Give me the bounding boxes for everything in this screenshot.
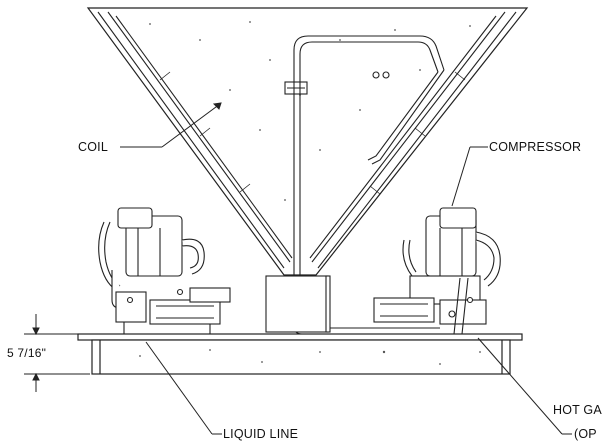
compressor-label: COMPRESSOR bbox=[489, 140, 582, 154]
hot-gas-label-line2: (OP bbox=[574, 427, 597, 441]
coil-housing bbox=[86, 7, 529, 276]
left-compressor bbox=[98, 207, 231, 334]
coil-label: COIL bbox=[78, 140, 108, 154]
right-compressor bbox=[373, 207, 501, 335]
base-skid bbox=[77, 333, 523, 375]
center-support bbox=[265, 275, 331, 333]
dimension-marker bbox=[24, 314, 90, 392]
liquid-line-label: LIQUID LINE bbox=[223, 427, 299, 441]
dimension-label: 5 7/16" bbox=[7, 346, 47, 360]
hot-gas-label-line1: HOT GA bbox=[553, 403, 602, 417]
leader-lines bbox=[120, 102, 572, 435]
